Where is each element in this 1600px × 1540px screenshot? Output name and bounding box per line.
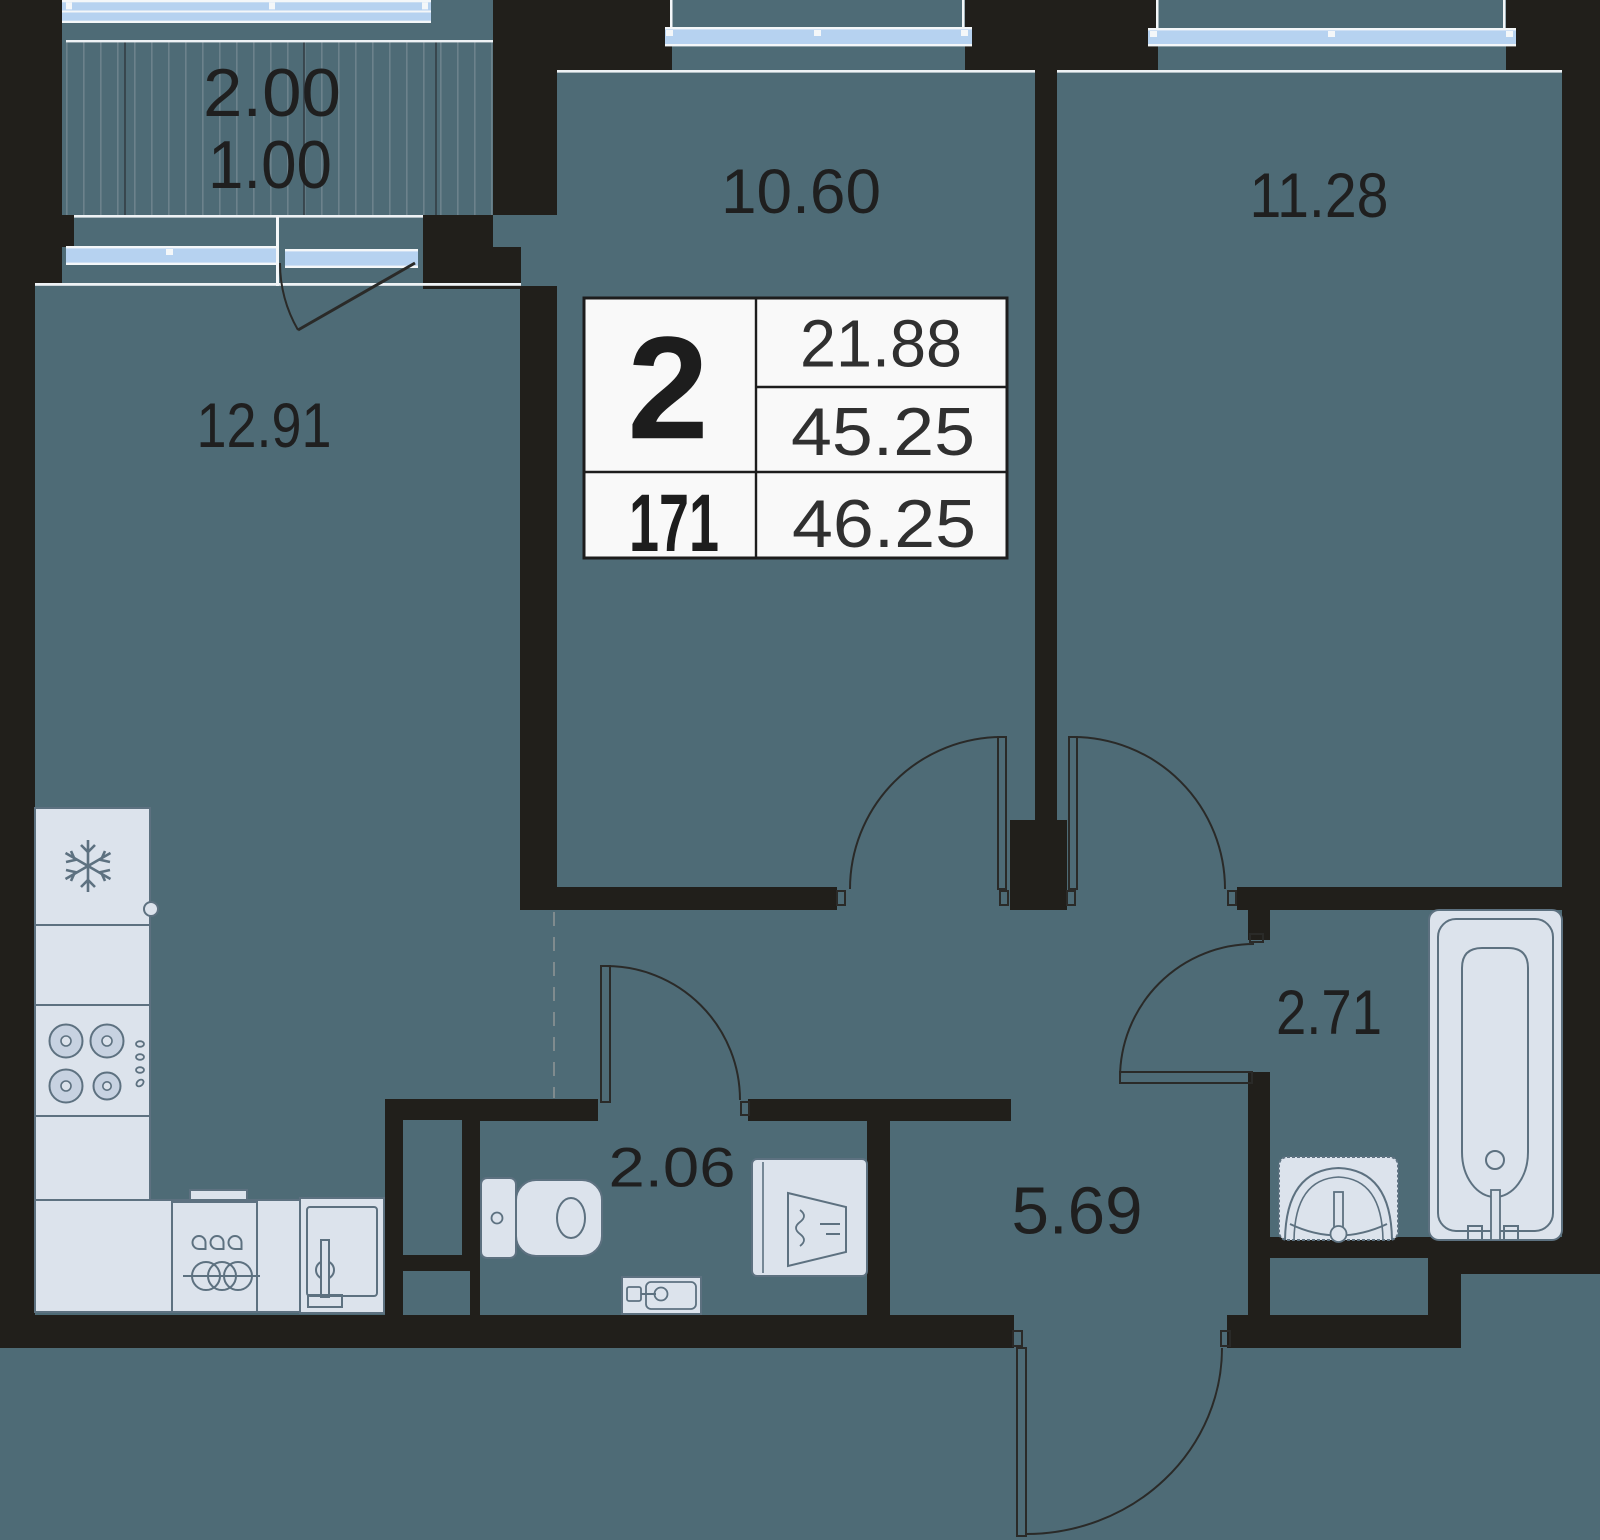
bathroom-area-label: 2.71 (1276, 978, 1382, 1048)
wall-niche-right (1428, 1258, 1461, 1315)
bedroom2-top-edge-line (1057, 70, 1562, 73)
info-table-area: 45.25 (791, 394, 975, 470)
stove-burners (48, 1023, 145, 1104)
washing-machine (751, 1158, 868, 1277)
info-table-total-area: 46.25 (792, 486, 976, 562)
balcony (66, 40, 493, 218)
kitchen-counter-1 (34, 924, 151, 1006)
info-table: 2 171 21.88 45.25 46.25 (582, 296, 1009, 569)
wall-niche-top-right (1428, 1258, 1600, 1274)
wc-area-label: 2.06 (609, 1135, 736, 1198)
bathtub (1428, 909, 1563, 1241)
fridge (34, 807, 151, 926)
wall-wc-right (867, 1121, 890, 1316)
kitchen-living-area-label: 12.91 (197, 391, 332, 461)
toilet (480, 1177, 603, 1259)
wall-bathroom-left-top (1248, 910, 1270, 940)
washbasin (1278, 1156, 1399, 1243)
wall-outer-left-balcony (0, 0, 62, 283)
snowflake-icon (64, 840, 112, 892)
wall-balcony-left-step (62, 215, 74, 247)
bedroom2-window (1148, 0, 1516, 47)
wall-wc-top-left (385, 1099, 598, 1121)
wall-top-block-right (1506, 0, 1600, 70)
wall-mid-right (1237, 887, 1600, 910)
entrance-door (1012, 1330, 1231, 1537)
room-labels: 2.00 1.00 12.91 10.60 11.28 2.06 5.69 2.… (197, 55, 1389, 1249)
wall-balcony-right-step (423, 215, 493, 247)
dishwasher (171, 1201, 258, 1313)
wall-kitchen-window-right (423, 247, 521, 289)
balcony-area-full-label: 2.00 (203, 55, 341, 131)
wall-bathroom-left (1248, 1072, 1270, 1348)
balcony-glazing-dark-stripes (124, 42, 437, 215)
balcony-glazing-stripes (66, 42, 493, 215)
kitchen-sink-icon (306, 1206, 378, 1308)
kitchen-sink-unit (299, 1197, 385, 1314)
dishwasher-icon (183, 1235, 260, 1291)
stove-knobs (135, 1040, 145, 1088)
washing-machine-icon (787, 1191, 847, 1268)
info-table-rooms-count: 2 (627, 306, 708, 469)
kitchen-window (66, 217, 279, 286)
doors (279, 261, 1264, 1537)
wall-wc-top-right (748, 1099, 1011, 1121)
shaft-niche-wc-upper (403, 1120, 462, 1255)
walls (0, 0, 1600, 1348)
bathroom-fixtures (1278, 909, 1563, 1243)
wall-bottom-left (0, 1315, 1014, 1348)
kitchen-counter-2 (34, 1115, 151, 1201)
wall-outer-right (1562, 0, 1600, 1274)
stove (34, 1004, 151, 1117)
info-table-box (582, 296, 1009, 560)
wall-outer-left (0, 283, 35, 1315)
wc-fixtures (480, 1158, 868, 1315)
balcony-window (62, 0, 431, 23)
balcony-floor-edge-line (66, 215, 493, 218)
wc-sink (621, 1276, 702, 1315)
windows (62, 0, 1516, 286)
wall-balcony-right (493, 70, 557, 215)
info-table-living-area: 21.88 (800, 306, 962, 381)
fridge-handle (143, 901, 159, 917)
bedroom2-area-label: 11.28 (1250, 161, 1389, 231)
wall-mid-left (520, 887, 837, 910)
wall-kitchen-bedroom1 (520, 286, 557, 910)
wall-top-block-left (493, 0, 672, 70)
bedroom1-area-label: 10.60 (721, 157, 881, 227)
wall-top-block-middle (965, 0, 1158, 70)
hallway-area-label: 5.69 (1012, 1173, 1143, 1248)
shaft-niche-wc-lower (403, 1271, 470, 1315)
bedroom1-window (665, 0, 972, 47)
balcony-door (279, 261, 416, 332)
balcony-inner-top-line (66, 40, 493, 43)
wall-pier-between-doors (1010, 820, 1067, 910)
kitchen-fixtures (34, 807, 385, 1314)
kitchen-top-edge-line (35, 283, 521, 286)
wc-door (600, 965, 750, 1116)
balcony-door-band (285, 249, 418, 268)
wall-bedroom1-bedroom2 (1035, 70, 1057, 820)
balcony-area-reduced-label: 1.00 (208, 127, 332, 203)
info-table-unit-number: 171 (629, 478, 719, 569)
bedroom1-door (836, 736, 1009, 906)
bathroom-door (1119, 933, 1264, 1084)
bedroom2-door (1066, 736, 1237, 906)
room-edge-lines (35, 70, 1562, 286)
bedroom1-top-edge-line (557, 70, 1035, 73)
